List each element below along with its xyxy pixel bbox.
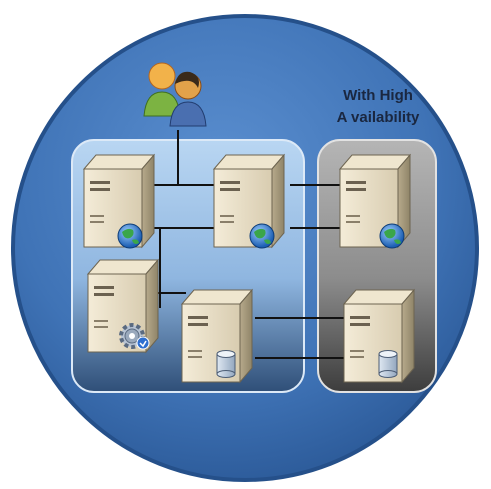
globe-icon — [249, 223, 275, 249]
users-icon — [143, 62, 207, 127]
database-icon — [378, 350, 398, 378]
database-icon — [216, 350, 236, 378]
globe-icon — [117, 223, 143, 249]
ha-label-line1: With High — [343, 87, 413, 104]
server-ha-db — [342, 288, 416, 384]
server-web-1 — [82, 153, 156, 249]
gear-icon — [119, 323, 150, 350]
server-web-2 — [212, 153, 286, 249]
server-app — [86, 258, 160, 354]
connection-lines — [150, 130, 345, 359]
ha-label-line2: A vailability — [337, 109, 420, 126]
globe-icon — [379, 223, 405, 249]
